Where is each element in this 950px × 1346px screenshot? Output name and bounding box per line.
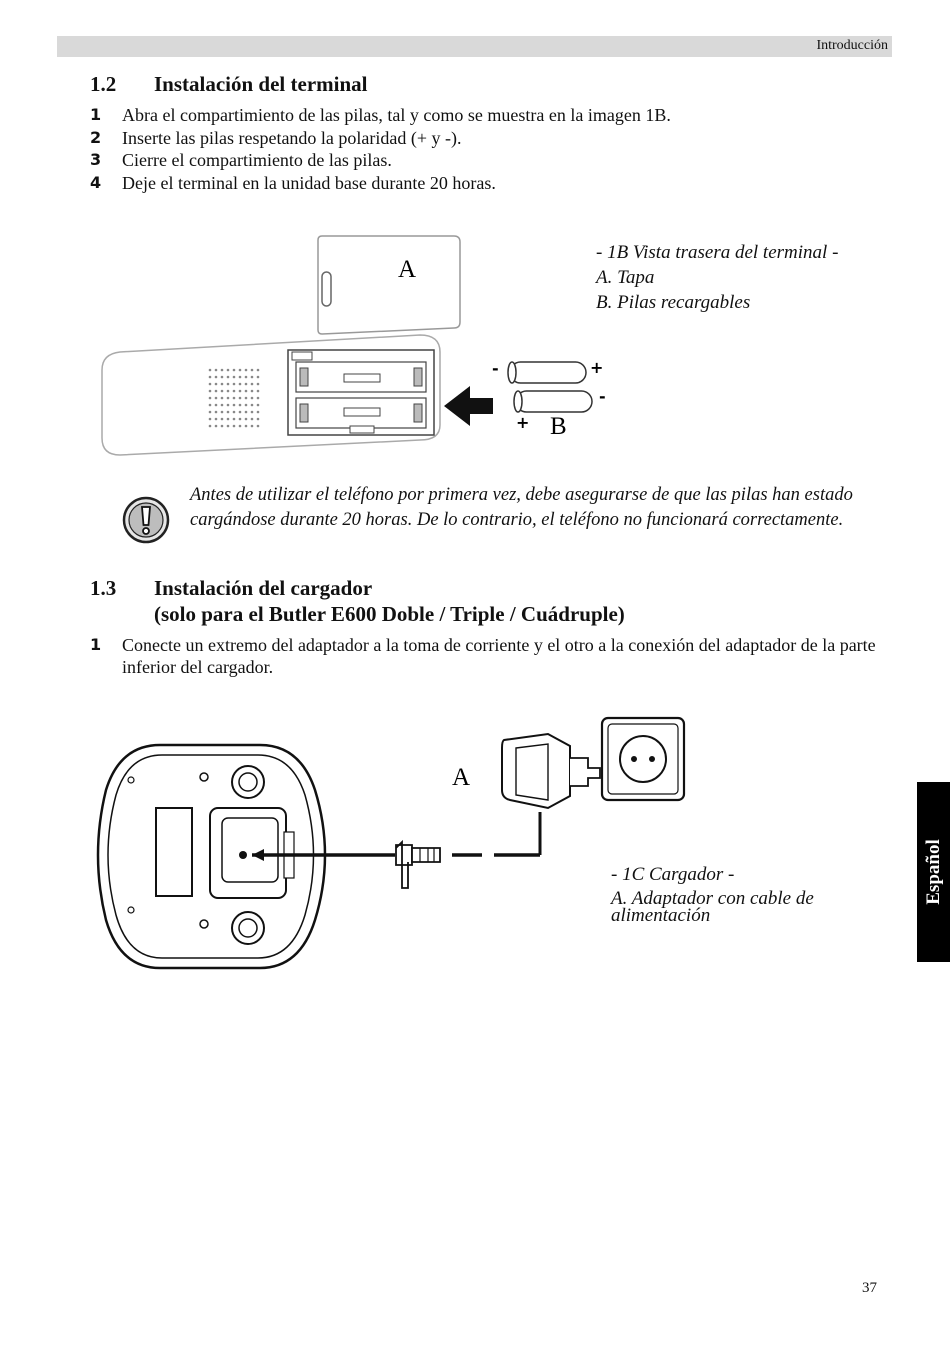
page-number: 37: [862, 1280, 877, 1296]
insert-arrow-shape: [444, 386, 493, 426]
figure-1b-caption-b: B. Pilas recargables: [596, 292, 751, 313]
figure-1c-label-a: A: [452, 764, 470, 791]
polarity-plus-bottom: +: [516, 413, 529, 432]
power-adapter-shape: [501, 732, 571, 810]
section-number: 1.3: [90, 576, 117, 600]
section-title: Instalación del terminal: [154, 72, 368, 96]
step-text: Cierre el compartimiento de las pilas.: [122, 150, 392, 170]
figure-1c-caption-title: - 1C Cargador -: [611, 864, 735, 885]
step-number: 1: [90, 635, 102, 654]
step-text: Conecte un extremo del adaptador a la to…: [122, 635, 876, 677]
cover-slot-shape: [321, 271, 332, 307]
figure-1b-label-a: A: [398, 256, 416, 283]
step-text: Abra el compartimiento de las pilas, tal…: [122, 105, 671, 125]
figure-1c-caption-a-line2: alimentación: [611, 905, 711, 926]
header-section-title: Introducción: [816, 38, 888, 53]
note-text: Antes de utilizar el teléfono por primer…: [190, 485, 853, 530]
figure-1c-caption-a-line1: A. Adaptador con cable de: [611, 888, 814, 909]
section-title-line1: Instalación del cargador: [154, 576, 373, 600]
section-number: 1.2: [90, 72, 117, 96]
step-number: 1: [90, 105, 102, 124]
step-number: 4: [90, 173, 102, 192]
section-title-line2: (solo para el Butler E600 Doble / Triple…: [154, 602, 625, 626]
exclamation-icon: [122, 496, 170, 544]
header-bar: Introducción: [57, 36, 892, 57]
speaker-grille-shape: [208, 368, 260, 428]
step-number: 3: [90, 150, 102, 169]
battery-bottom-shape: [513, 390, 593, 413]
figure-1b-label-b: B: [550, 413, 567, 440]
step-text: Inserte las pilas respetando la polarida…: [122, 128, 462, 148]
battery-cover-shape: [317, 235, 461, 335]
polarity-minus-top: -: [492, 359, 499, 378]
battery-top-shape: [507, 361, 587, 384]
step-text: Deje el terminal en la unidad base duran…: [122, 173, 496, 193]
polarity-minus-bottom: -: [599, 387, 606, 406]
figure-1b-caption-a: A. Tapa: [596, 267, 655, 288]
step-number: 2: [90, 128, 102, 147]
polarity-plus-top: +: [590, 358, 603, 377]
figure-1b-caption-title: - 1B Vista trasera del terminal -: [596, 242, 839, 263]
language-tab: Español: [917, 782, 950, 962]
language-tab-label: Español: [922, 839, 944, 905]
